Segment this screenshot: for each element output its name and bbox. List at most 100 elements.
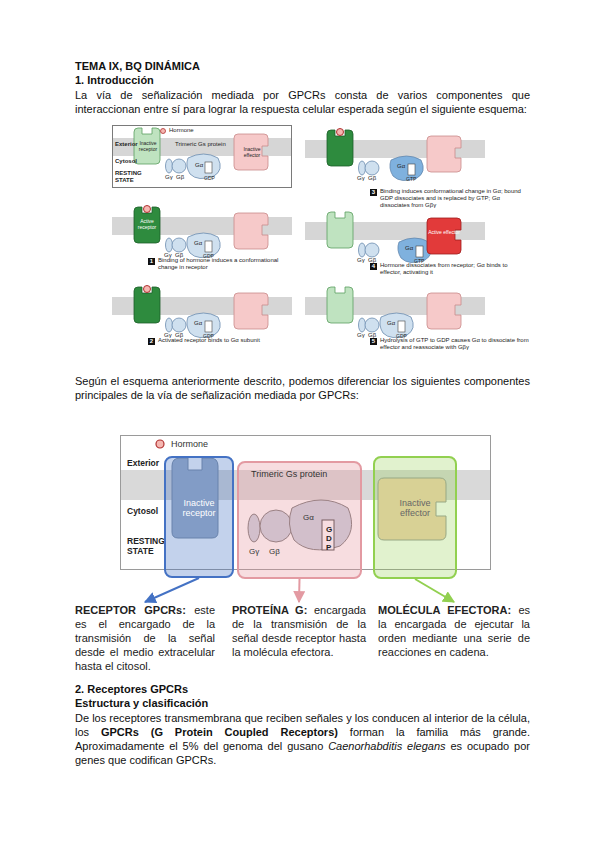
subunit-label: Gγ: [357, 257, 365, 264]
effector-shape: [234, 213, 268, 249]
effector-shape: [427, 136, 461, 172]
signaling-panel: [305, 212, 485, 263]
hormone-symbol: [337, 129, 344, 136]
connector-arrow: [415, 579, 454, 602]
signaling-panel: [305, 129, 485, 181]
section-heading: 2. Receptores GPCRs: [75, 683, 375, 696]
box-heading: PROTEÍNA G:: [232, 604, 307, 616]
node-text: Cytosol: [115, 158, 145, 165]
subunit-label: Gβ: [368, 175, 376, 182]
g-alpha-group: [187, 154, 220, 179]
effector-highlight: Inactive effector: [373, 456, 457, 579]
section-heading: 1. Introducción: [75, 74, 375, 87]
node-text: Hormone: [169, 127, 209, 134]
signaling-panel: [112, 206, 292, 258]
effector-shape: [234, 134, 268, 170]
node-text: GDP: [326, 525, 336, 552]
diagram-frame: HormoneExteriorCytosolRESTING STATEInact…: [120, 435, 491, 570]
subunit-label: Gα: [194, 240, 204, 247]
nucleotide-box: [205, 162, 212, 173]
g-beta: [172, 238, 186, 252]
effector-node: Inactive effector: [235, 135, 269, 171]
step-caption: Hydrolysis of GTP to GDP causes Gα to di…: [380, 337, 530, 351]
node-text: Gβ: [269, 547, 283, 556]
callout-number: 4: [370, 263, 377, 270]
node-text: Trimeric Gs protein: [251, 469, 351, 479]
g-gamma: [166, 159, 173, 173]
subunit-label: Gα: [405, 245, 415, 252]
nucleotide-box: [398, 321, 405, 332]
node-text: Trimeric Gs protein: [175, 141, 255, 148]
box-heading: MOLÉCULA EFECTORA:: [378, 604, 511, 616]
hormone-symbol: [156, 440, 164, 448]
nucleotide-box: [205, 321, 212, 332]
nucleotide-box: [416, 246, 423, 257]
node-text: Exterior: [127, 458, 167, 468]
subunit-label: Gγ: [357, 175, 365, 182]
hormone-symbol: [144, 286, 151, 293]
connector-arrow: [145, 578, 199, 602]
node-text: Inactive receptor: [172, 498, 226, 518]
step-caption: Hormone dissociates from receptor; Gα bi…: [380, 262, 530, 276]
effector-node: Active effector: [427, 218, 461, 254]
callout-number: 2: [148, 338, 155, 345]
callout-number: 1: [148, 258, 155, 265]
page-title: TEMA IX, BQ DINÁMICA: [75, 60, 375, 73]
g-gamma: [359, 243, 366, 257]
node-text: GDP: [204, 175, 220, 181]
paragraph-text: Según el esquema anteriormente descrito,…: [75, 374, 530, 402]
receptor-shape: [327, 287, 353, 323]
g-gamma: [359, 318, 366, 332]
node-text: Gα: [303, 513, 317, 522]
g-gamma: [166, 238, 173, 252]
step-caption: Activated receptor binds to Gα subunit: [158, 337, 288, 344]
node-text: Gγ: [249, 547, 263, 556]
description-box: RECEPTOR GPCRs: este es el encargado de …: [75, 603, 215, 673]
node-text: Inactive effector: [387, 498, 443, 518]
section-heading: Estructura y clasificación: [75, 697, 375, 710]
paragraph-text: GPCRs (G Protein Coupled Receptors): [101, 726, 338, 738]
effector-shape: [427, 293, 461, 329]
node-text: Gα: [195, 162, 205, 169]
node-text: Active receptor: [134, 218, 160, 230]
subunit-label: Gγ: [357, 332, 365, 339]
callout-number: 5: [370, 338, 377, 345]
node-text: Cytosol: [127, 506, 167, 516]
paragraph: De los receptores transmembrana que reci…: [75, 711, 530, 767]
panel-box: HormoneExteriorTrimeric Gs proteinCytoso…: [112, 125, 292, 188]
subunit-label: Gα: [397, 163, 407, 170]
subunit-label: Gα: [194, 320, 204, 327]
receptor-shape: [134, 128, 160, 164]
effector-shape: [234, 293, 268, 329]
paragraph-text: Caenorhabditis elegans: [328, 740, 445, 752]
box-heading: RECEPTOR GPCRs:: [75, 604, 186, 616]
effector-shape: [427, 218, 461, 254]
g-beta: [172, 318, 186, 332]
receptor-shape: [327, 212, 353, 248]
receptor-node: Inactive receptor: [135, 129, 161, 165]
g-beta: [172, 159, 186, 173]
nucleotide-box: [205, 241, 212, 252]
node-text: Inactive effector: [235, 146, 269, 158]
node-text: RESTING STATE: [115, 170, 145, 184]
hormone-symbol: [161, 129, 166, 134]
paragraph-text: La vía de señalización mediada por GPCRs…: [75, 88, 530, 116]
g-beta: [365, 161, 379, 175]
signaling-panel: [305, 287, 485, 338]
description-box: MOLÉCULA EFECTORA: es la encargada de ej…: [378, 603, 530, 659]
g-beta: [365, 243, 379, 257]
node-text: Hormone: [171, 439, 231, 449]
hormone-symbol: [144, 206, 151, 213]
signaling-panel: [112, 286, 292, 338]
subunit-label: GTP: [406, 176, 422, 182]
receptor-highlight: Inactive receptor: [164, 456, 234, 578]
g-beta: [365, 318, 379, 332]
nucleotide-box: [408, 164, 415, 175]
connector-arrow: [298, 579, 301, 602]
step-caption: Binding induces conformational change in…: [380, 188, 530, 209]
step-caption: Binding of hormone induces a conformatio…: [158, 257, 288, 271]
callout-number: 3: [370, 189, 377, 196]
